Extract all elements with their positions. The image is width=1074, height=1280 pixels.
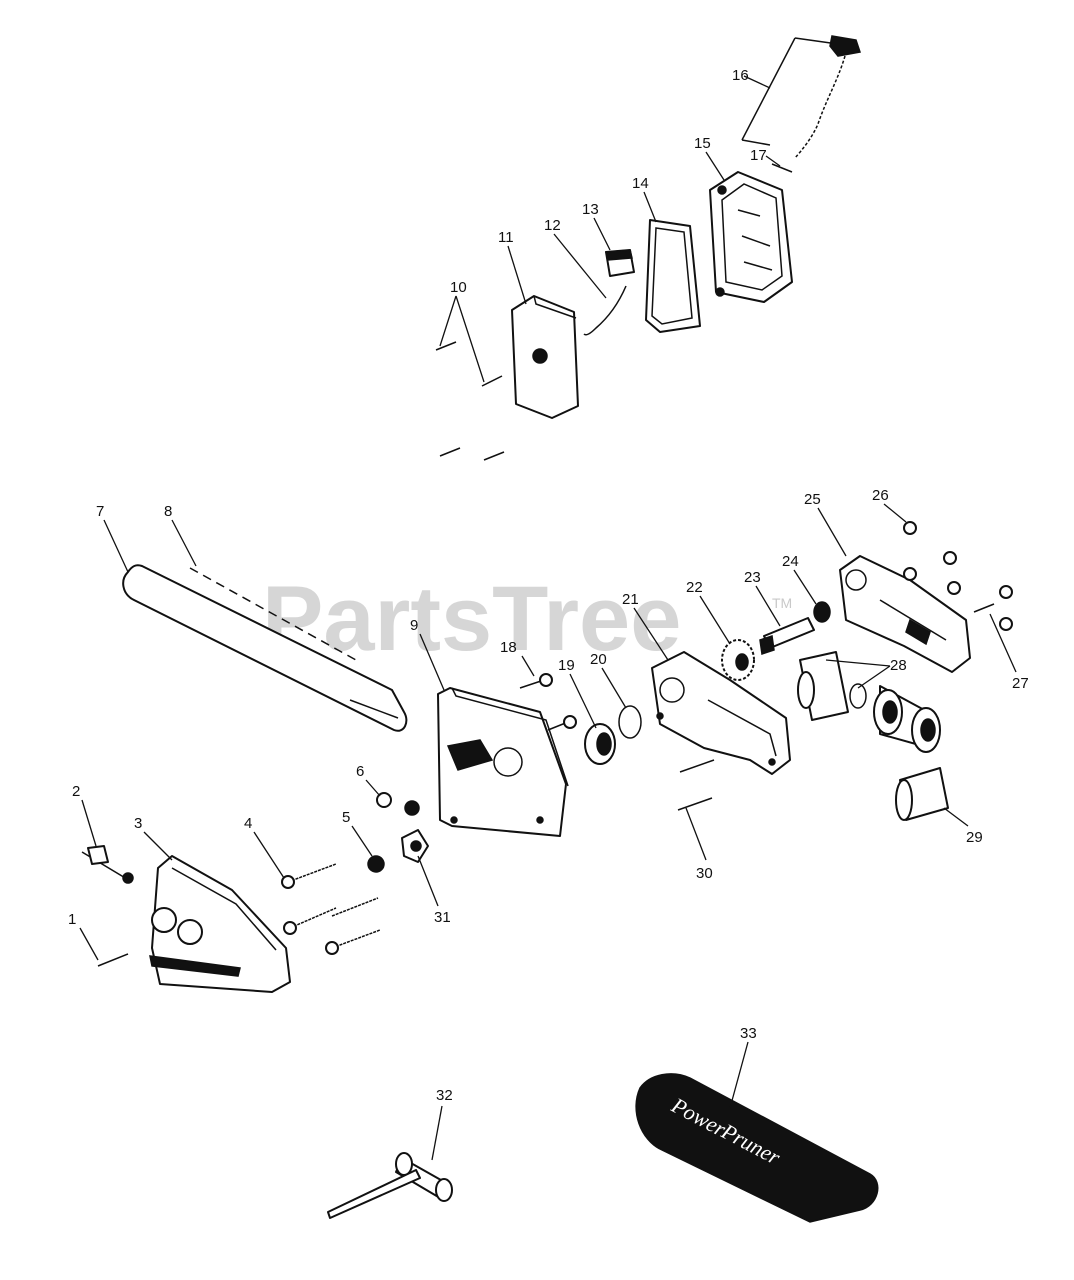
part-32-scrench <box>327 1152 453 1219</box>
part-20-o-ring <box>618 705 642 739</box>
callout-31: 31 <box>434 909 451 926</box>
part-7-guide-bar <box>122 564 408 732</box>
callout-1: 1 <box>68 911 76 928</box>
part-1-screw <box>97 953 129 967</box>
callout-27: 27 <box>1012 675 1029 692</box>
part-10-screws <box>435 341 505 461</box>
callout-20: 20 <box>590 651 607 668</box>
callout-7: 7 <box>96 503 104 520</box>
callout-21: 21 <box>622 591 639 608</box>
callout-numbers: 1 2 3 4 5 6 7 8 9 10 11 12 13 14 15 16 1… <box>68 67 1029 1104</box>
callout-9: 9 <box>410 617 418 634</box>
callout-32: 32 <box>436 1087 453 1104</box>
callout-19: 19 <box>558 657 575 674</box>
callout-25: 25 <box>804 491 821 508</box>
part-13-felt-pad <box>605 249 635 277</box>
callout-5: 5 <box>342 809 350 826</box>
watermark-trademark: TM <box>772 595 792 611</box>
part-25-shaft-housing <box>839 555 971 673</box>
callout-12: 12 <box>544 217 561 234</box>
part-23-drive-shaft <box>759 617 815 655</box>
leader-lines <box>79 75 1017 1161</box>
part-8-saw-chain <box>189 567 357 661</box>
part-18-screws <box>519 673 577 731</box>
part-6-nuts <box>376 792 420 816</box>
callout-13: 13 <box>582 201 599 218</box>
part-9-drive-plate <box>437 687 569 837</box>
callout-23: 23 <box>744 569 761 586</box>
part-33-bar-sheath: Power Pruner <box>635 1073 879 1223</box>
callout-29: 29 <box>966 829 983 846</box>
callout-6: 6 <box>356 763 364 780</box>
callout-33: 33 <box>740 1025 757 1042</box>
part-17-pin <box>771 163 793 173</box>
part-11-gear-cover <box>511 295 579 419</box>
callout-15: 15 <box>694 135 711 152</box>
callout-4: 4 <box>244 815 252 832</box>
callout-28: 28 <box>890 657 907 674</box>
part-27-screw <box>973 603 995 613</box>
part-15-gear-housing <box>709 171 793 303</box>
part-31-sprocket <box>401 829 429 863</box>
callout-30: 30 <box>696 865 713 882</box>
callout-16: 16 <box>732 67 749 84</box>
part-14-gasket <box>645 219 701 333</box>
part-5-nut <box>367 855 385 873</box>
part-22-gear <box>721 639 755 681</box>
callout-10: 10 <box>450 279 467 296</box>
part-30-screws <box>677 759 715 811</box>
callout-24: 24 <box>782 553 799 570</box>
part-16-cap-lanyard <box>741 35 861 159</box>
callout-14: 14 <box>632 175 649 192</box>
part-3-sprocket-cover <box>149 855 291 993</box>
part-26-nuts <box>903 521 1013 631</box>
callout-3: 3 <box>134 815 142 832</box>
callout-26: 26 <box>872 487 889 504</box>
part-4-bolts <box>281 863 381 955</box>
part-28-coupler <box>797 651 941 753</box>
part-2-chain-adjuster <box>81 845 134 884</box>
callout-22: 22 <box>686 579 703 596</box>
callout-2: 2 <box>72 783 80 800</box>
part-21-gear-case <box>651 651 791 775</box>
part-19-bearing <box>584 723 616 765</box>
callout-11: 11 <box>498 229 514 246</box>
part-12-oil-tube <box>583 285 627 336</box>
watermark-text: PartsTree <box>262 568 681 670</box>
callout-8: 8 <box>164 503 172 520</box>
part-24-bearing <box>813 601 831 623</box>
part-29-sleeve <box>895 767 949 821</box>
callout-17: 17 <box>750 147 767 164</box>
callout-18: 18 <box>500 639 517 656</box>
